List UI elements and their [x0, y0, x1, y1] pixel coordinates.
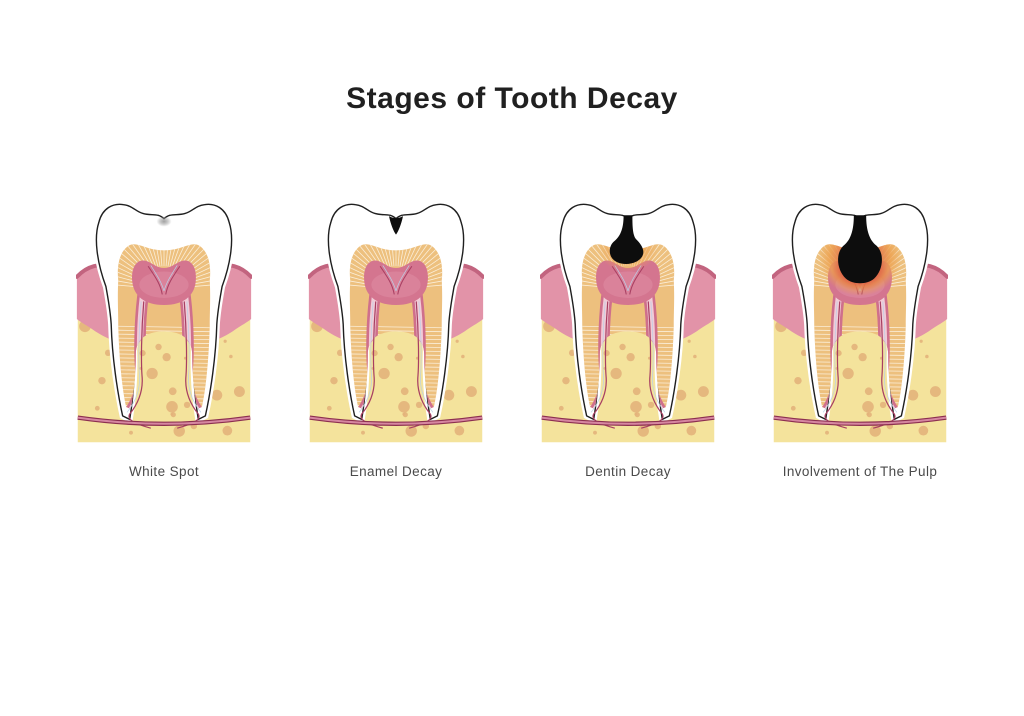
- stage-label-white-spot: White Spot: [128, 464, 200, 479]
- tooth-cross-section-pulp-involvement: [772, 201, 948, 443]
- tooth-illustration-dentin-decay: [540, 194, 716, 445]
- labels-row: White Spot Enamel Decay Dentin Decay Inv…: [0, 464, 1024, 479]
- tooth-decay-infographic: Stages of Tooth Decay: [0, 82, 1024, 716]
- stage-panel-enamel-decay: [308, 194, 484, 445]
- stage-label-dentin-decay: Dentin Decay: [585, 464, 671, 479]
- tooth-illustration-pulp-involvement: [772, 194, 948, 445]
- tooth-cross-section-enamel-decay: [308, 201, 484, 443]
- stage-label-pulp-involvement: Involvement of The Pulp: [782, 464, 938, 479]
- stages-row: [0, 194, 1024, 445]
- stage-panel-white-spot: [76, 194, 252, 445]
- stage-panel-pulp-involvement: [772, 194, 948, 445]
- tooth-illustration-enamel-decay: [308, 194, 484, 445]
- page-title: Stages of Tooth Decay: [346, 82, 678, 115]
- tooth-cross-section-white-spot: [76, 201, 252, 443]
- stage-panel-dentin-decay: [540, 194, 716, 445]
- tooth-illustration-white-spot: [76, 194, 252, 445]
- stage-label-enamel-decay: Enamel Decay: [349, 464, 443, 479]
- tooth-cross-section-dentin-decay: [540, 201, 716, 443]
